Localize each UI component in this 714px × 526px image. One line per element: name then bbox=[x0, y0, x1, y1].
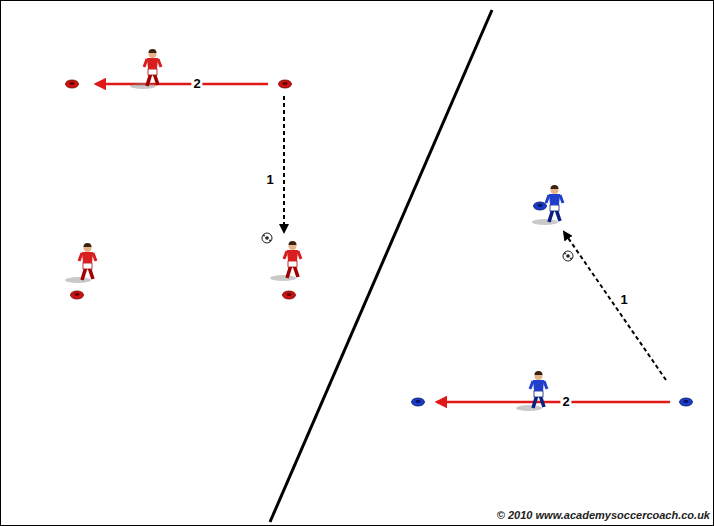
red-player bbox=[65, 243, 96, 283]
callout-number: 1 bbox=[264, 173, 275, 187]
callout-number: 2 bbox=[191, 77, 202, 91]
blue-player bbox=[516, 371, 547, 411]
callout-number: 2 bbox=[560, 395, 571, 409]
run-arrow bbox=[96, 83, 268, 86]
red-cone bbox=[66, 80, 79, 88]
copyright-watermark: © 2010 www.academysoccercoach.co.uk bbox=[497, 509, 710, 521]
blue-cone bbox=[534, 202, 547, 210]
blue-cone bbox=[412, 398, 425, 406]
divider-line bbox=[270, 10, 492, 522]
pass-arrow bbox=[564, 232, 666, 380]
blue-cone bbox=[680, 398, 693, 406]
callout-number: 1 bbox=[618, 293, 629, 307]
run-arrow bbox=[437, 401, 670, 404]
blue-group bbox=[412, 185, 693, 411]
red-player bbox=[130, 49, 161, 89]
red-cone bbox=[283, 291, 296, 299]
pass-arrow bbox=[283, 96, 285, 232]
ball bbox=[262, 233, 272, 243]
red-cone bbox=[279, 80, 292, 88]
red-group bbox=[65, 49, 301, 299]
blue-player bbox=[532, 185, 563, 225]
red-player bbox=[270, 241, 301, 281]
red-cone bbox=[71, 291, 84, 299]
ball bbox=[563, 251, 573, 261]
